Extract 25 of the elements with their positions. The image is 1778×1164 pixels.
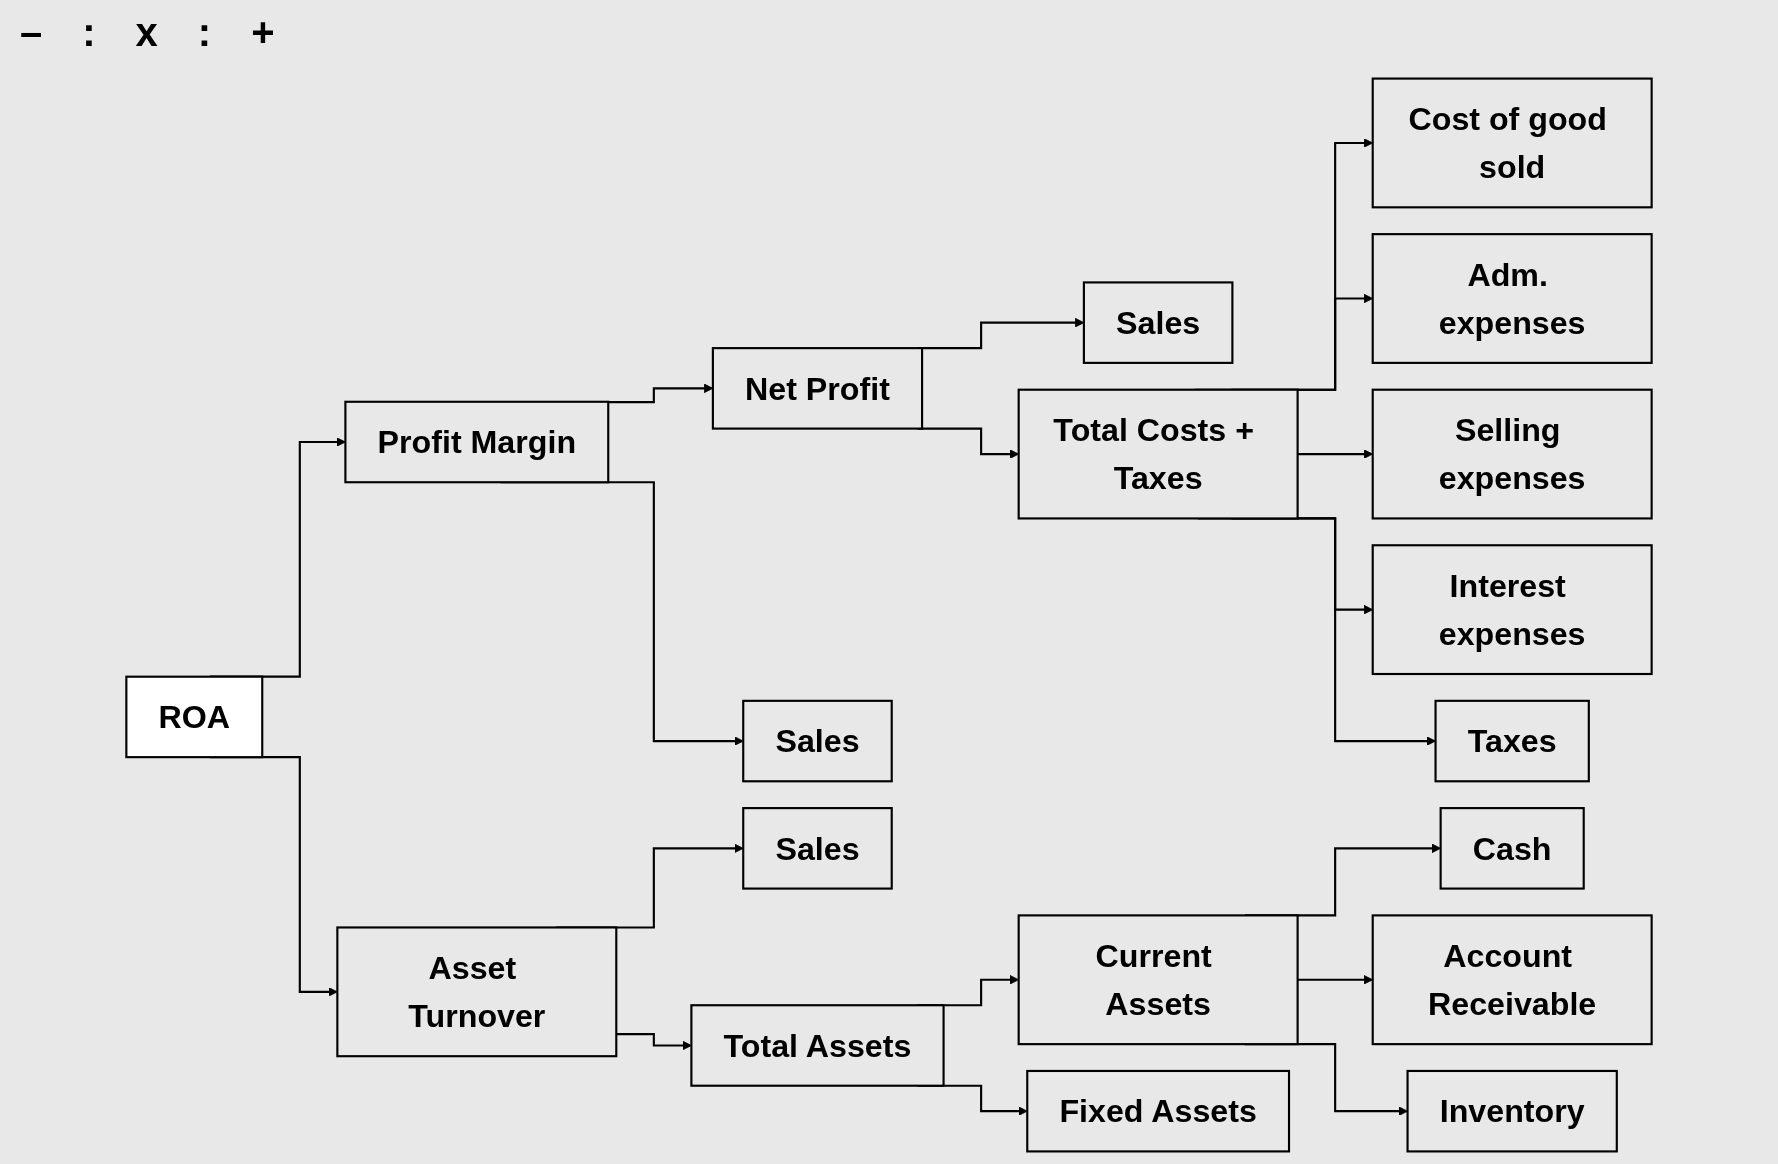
- node-box: Account Receivable: [1371, 914, 1653, 1046]
- operator-sign: :: [82, 10, 96, 55]
- node-box: Total Costs + Taxes: [1017, 388, 1299, 520]
- operator-sign: x: [135, 10, 158, 55]
- operator-sign: +: [251, 10, 275, 55]
- node-box: Sales: [1082, 281, 1234, 364]
- node-box: Net Profit: [711, 347, 924, 430]
- node-box: Inventory: [1406, 1069, 1618, 1153]
- node-box: Total Assets: [690, 1004, 945, 1087]
- node-box: Profit Margin: [344, 400, 610, 484]
- node-box: Cost of good sold: [1371, 77, 1653, 209]
- node-box: Sales: [742, 699, 893, 783]
- node-box: Taxes: [1434, 699, 1590, 783]
- arrow: [616, 1033, 692, 1051]
- operator-sign: :: [197, 10, 212, 55]
- node-box: Adm. expenses: [1371, 233, 1653, 364]
- node-box: Selling expenses: [1371, 388, 1653, 520]
- node-box: Fixed Assets: [1026, 1069, 1291, 1153]
- node-box: Sales: [742, 807, 893, 890]
- node-box: Cash: [1439, 807, 1585, 890]
- node-box: Current Assets: [1017, 914, 1299, 1046]
- node-box: Interest expenses: [1371, 544, 1653, 676]
- node-box: Asset Turnover: [336, 926, 618, 1058]
- node-box: ROA: [125, 675, 264, 759]
- operator-sign: –: [20, 10, 43, 55]
